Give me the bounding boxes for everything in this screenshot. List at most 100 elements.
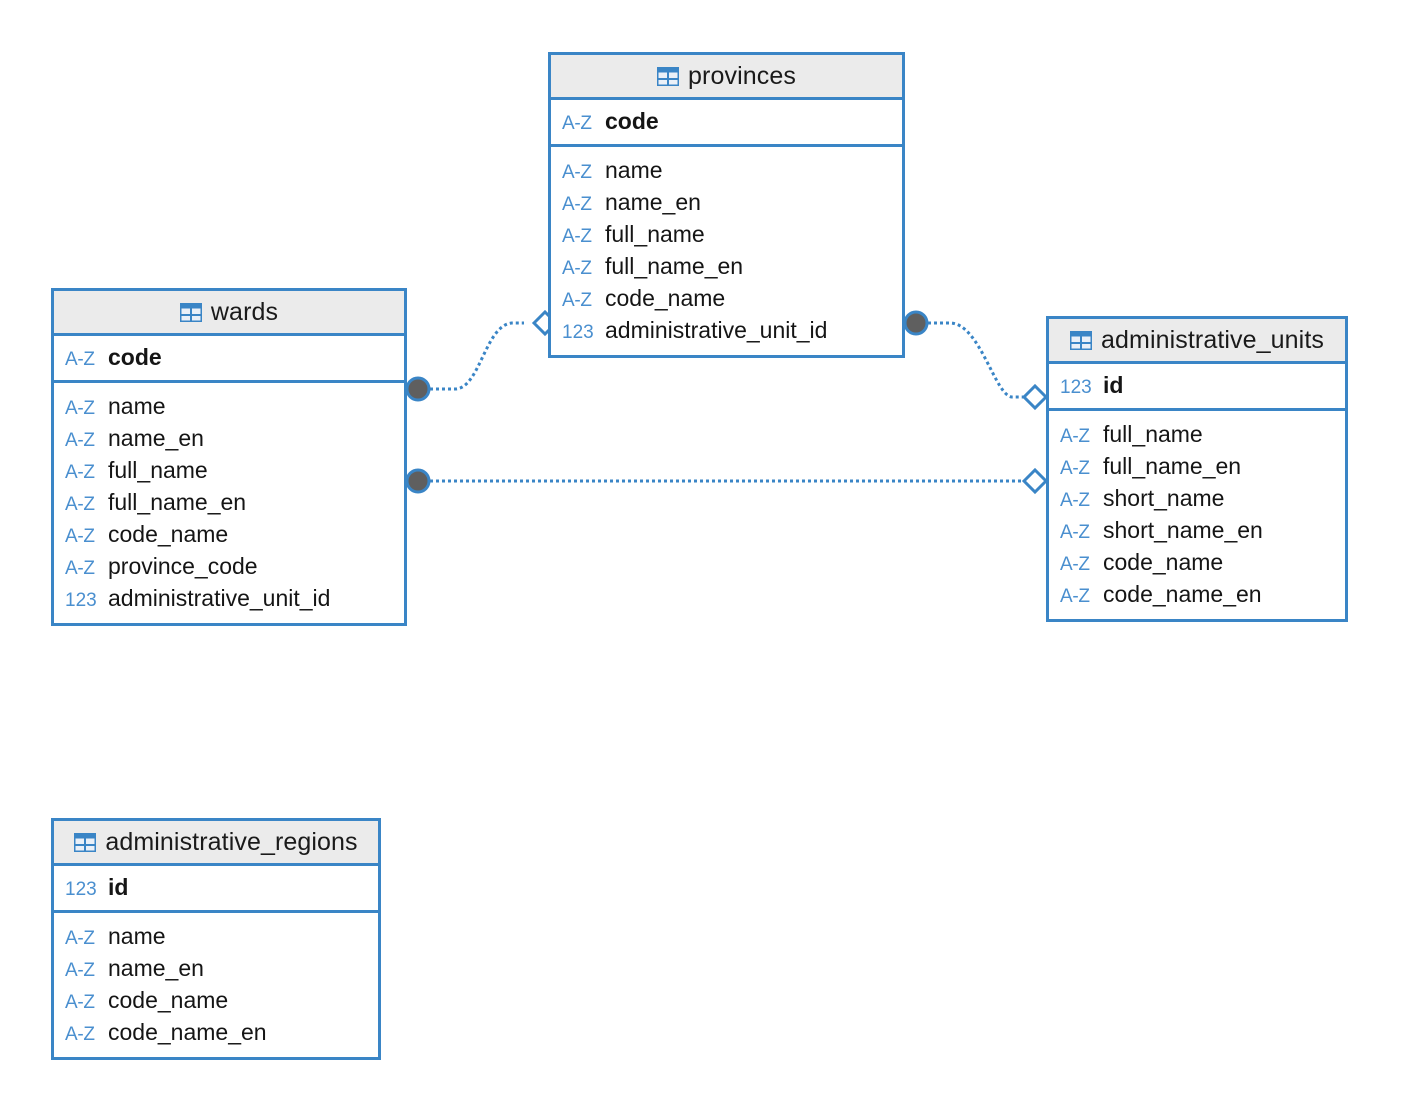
type-badge-number-icon: 123 xyxy=(65,879,97,900)
column-name: full_name xyxy=(1103,421,1203,447)
column-row[interactable]: A-Z short_name xyxy=(1049,482,1345,514)
column-row[interactable]: A-Z province_code xyxy=(54,550,404,582)
column-name: full_name xyxy=(108,457,208,483)
table-icon xyxy=(1070,330,1093,350)
entity-table-administrative-regions[interactable]: administrative_regions 123 id A-Z name A… xyxy=(51,818,381,1060)
column-row[interactable]: A-Z code_name xyxy=(551,282,902,314)
type-badge-text-icon: A-Z xyxy=(65,992,95,1013)
type-badge-text-icon: A-Z xyxy=(1060,426,1090,447)
entity-table-provinces[interactable]: provinces A-Z code A-Z name A-Z name_en … xyxy=(548,52,905,358)
column-name: code_name xyxy=(1103,549,1224,575)
column-section: A-Z full_name A-Z full_name_en A-Z short… xyxy=(1049,411,1345,619)
type-badge-text-icon: A-Z xyxy=(65,526,95,547)
column-name: name xyxy=(605,157,663,183)
type-badge-text-icon: A-Z xyxy=(65,494,95,515)
entity-title: administrative_regions xyxy=(105,827,358,856)
primary-key-section: 123 id xyxy=(54,866,378,913)
column-row[interactable]: A-Z full_name_en xyxy=(54,486,404,518)
column-name: code xyxy=(605,108,659,134)
relationship-wards-to-provinces xyxy=(405,309,559,402)
column-section: A-Z name A-Z name_en A-Z full_name A-Z f… xyxy=(54,383,404,623)
column-name: code_name xyxy=(108,521,229,547)
type-badge-text-icon: A-Z xyxy=(65,558,95,579)
type-badge-text-icon: A-Z xyxy=(65,462,95,483)
endpoint-diamond-administrative-units-1 xyxy=(1021,383,1049,411)
column-row[interactable]: A-Z code_name xyxy=(54,518,404,550)
type-badge-text-icon: A-Z xyxy=(65,960,95,981)
relationship-provinces-to-administrative-units xyxy=(903,310,1049,411)
connector-line-wards-provinces xyxy=(424,321,524,391)
type-badge-text-icon: A-Z xyxy=(562,290,592,311)
type-badge-text-icon: A-Z xyxy=(1060,522,1090,543)
column-row[interactable]: A-Z short_name_en xyxy=(1049,514,1345,546)
column-section: A-Z name A-Z name_en A-Z full_name A-Z f… xyxy=(551,147,902,355)
endpoint-circle-wards xyxy=(405,376,431,402)
entity-header-administrative-units: administrative_units xyxy=(1049,319,1345,364)
column-name: id xyxy=(1103,372,1124,398)
table-icon xyxy=(657,66,680,86)
column-name: name_en xyxy=(108,955,204,981)
entity-header-provinces: provinces xyxy=(551,55,902,100)
type-badge-text-icon: A-Z xyxy=(1060,586,1090,607)
column-name: short_name_en xyxy=(1103,517,1263,543)
column-name: name xyxy=(108,923,166,949)
column-name: name_en xyxy=(108,425,204,451)
column-row[interactable]: A-Z name_en xyxy=(54,422,404,454)
type-badge-text-icon: A-Z xyxy=(562,162,592,183)
column-row[interactable]: A-Z code_name xyxy=(1049,546,1345,578)
column-row[interactable]: A-Z full_name_en xyxy=(551,250,902,282)
type-badge-text-icon: A-Z xyxy=(1060,554,1090,575)
type-badge-text-icon: A-Z xyxy=(562,194,592,215)
type-badge-number-icon: 123 xyxy=(1060,377,1092,398)
column-row[interactable]: A-Z name_en xyxy=(551,186,902,218)
column-row[interactable]: 123 administrative_unit_id xyxy=(54,582,404,614)
column-row[interactable]: A-Z name xyxy=(54,390,404,422)
column-row-primary-key[interactable]: 123 id xyxy=(54,871,378,903)
column-name: name xyxy=(108,393,166,419)
column-row[interactable]: A-Z name xyxy=(54,920,378,952)
column-name: code_name xyxy=(108,987,229,1013)
type-badge-text-icon: A-Z xyxy=(65,398,95,419)
column-name: administrative_unit_id xyxy=(108,585,331,611)
type-badge-text-icon: A-Z xyxy=(562,258,592,279)
column-row[interactable]: A-Z full_name xyxy=(1049,418,1345,450)
table-icon xyxy=(74,832,97,852)
column-name: administrative_unit_id xyxy=(605,317,828,343)
entity-header-administrative-regions: administrative_regions xyxy=(54,821,378,866)
endpoint-circle-provinces xyxy=(903,310,929,336)
type-badge-text-icon: A-Z xyxy=(65,928,95,949)
type-badge-text-icon: A-Z xyxy=(562,226,592,247)
column-name: short_name xyxy=(1103,485,1225,511)
column-section: A-Z name A-Z name_en A-Z code_name A-Z c… xyxy=(54,913,378,1057)
column-name: id xyxy=(108,874,129,900)
type-badge-text-icon: A-Z xyxy=(65,1024,95,1045)
type-badge-text-icon: A-Z xyxy=(1060,458,1090,479)
connector-line-provinces-admin-units xyxy=(922,321,1024,399)
entity-table-wards[interactable]: wards A-Z code A-Z name A-Z name_en A-Z … xyxy=(51,288,407,626)
column-row-primary-key[interactable]: 123 id xyxy=(1049,369,1345,401)
primary-key-section: 123 id xyxy=(1049,364,1345,411)
column-row[interactable]: A-Z full_name_en xyxy=(1049,450,1345,482)
entity-title: administrative_units xyxy=(1101,325,1324,354)
column-name: code_name_en xyxy=(1103,581,1262,607)
column-row[interactable]: A-Z name_en xyxy=(54,952,378,984)
column-row[interactable]: A-Z code_name_en xyxy=(1049,578,1345,610)
column-name: full_name_en xyxy=(605,253,744,279)
column-row[interactable]: A-Z name xyxy=(551,154,902,186)
column-row[interactable]: A-Z code_name xyxy=(54,984,378,1016)
primary-key-section: A-Z code xyxy=(54,336,404,383)
entity-title: provinces xyxy=(688,61,796,90)
column-row[interactable]: 123 administrative_unit_id xyxy=(551,314,902,346)
endpoint-circle-wards-2 xyxy=(405,468,431,494)
column-row-primary-key[interactable]: A-Z code xyxy=(54,341,404,373)
type-badge-number-icon: 123 xyxy=(562,322,594,343)
type-badge-text-icon: A-Z xyxy=(562,113,592,134)
entity-header-wards: wards xyxy=(54,291,404,336)
column-row-primary-key[interactable]: A-Z code xyxy=(551,105,902,137)
column-row[interactable]: A-Z full_name xyxy=(551,218,902,250)
column-row[interactable]: A-Z full_name xyxy=(54,454,404,486)
column-row[interactable]: A-Z code_name_en xyxy=(54,1016,378,1048)
entity-table-administrative-units[interactable]: administrative_units 123 id A-Z full_nam… xyxy=(1046,316,1348,622)
column-name: full_name xyxy=(605,221,705,247)
